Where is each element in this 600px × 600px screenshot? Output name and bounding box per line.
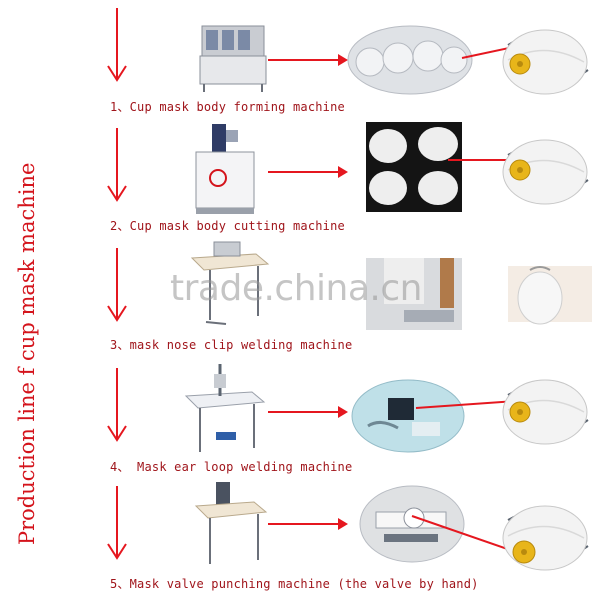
step-caption: 2、Cup mask body cutting machine — [110, 219, 345, 233]
step-2: 2、Cup mask body cutting machine — [0, 120, 600, 240]
ear-loop-welding-closeup-image — [351, 379, 465, 453]
right-arrow — [268, 54, 348, 66]
step-caption: 1、Cup mask body forming machine — [110, 100, 345, 114]
down-arrow — [107, 486, 127, 560]
down-arrow — [107, 128, 127, 202]
step-4: 4、 Mask ear loop welding machine — [0, 360, 600, 480]
forming-machine-image — [199, 25, 267, 92]
nose-clip-welding-machine-image — [190, 241, 270, 325]
valve-punching-closeup-image — [359, 485, 465, 563]
right-arrow — [268, 406, 348, 418]
step-caption: 4、 Mask ear loop welding machine — [110, 460, 353, 474]
ear-loop-welding-machine-image — [184, 364, 266, 452]
cup-mask-image — [502, 379, 589, 445]
nose-clip-welding-closeup-image — [366, 258, 462, 330]
right-arrow — [268, 166, 348, 178]
step-caption: 5、Mask valve punching machine (the valve… — [110, 577, 479, 591]
cut-mask-bodies-image — [366, 122, 462, 212]
right-arrow — [268, 518, 348, 530]
formed-cups-image — [347, 25, 473, 95]
down-arrow — [107, 368, 127, 442]
step-caption: 3、mask nose clip welding machine — [110, 338, 353, 352]
cup-mask-image — [502, 139, 589, 205]
cup-mask-image — [508, 266, 592, 325]
cup-mask-image — [502, 505, 589, 571]
step-3: 3、mask nose clip welding machine — [0, 240, 600, 360]
pointer-line — [411, 515, 523, 555]
step-5: 5、Mask valve punching machine (the valve… — [0, 480, 600, 600]
watermark: trade.china.cn — [170, 268, 422, 309]
down-arrow — [107, 248, 127, 322]
down-arrow — [107, 8, 127, 82]
cutting-machine-image — [195, 124, 255, 214]
vertical-title: Production line f cup mask machine — [8, 30, 44, 550]
valve-punching-machine-image — [194, 482, 268, 564]
cup-mask-image — [502, 29, 589, 95]
step-1: 1、Cup mask body forming machine — [0, 0, 600, 120]
vertical-title-text: Production line f cup mask machine — [15, 163, 39, 545]
